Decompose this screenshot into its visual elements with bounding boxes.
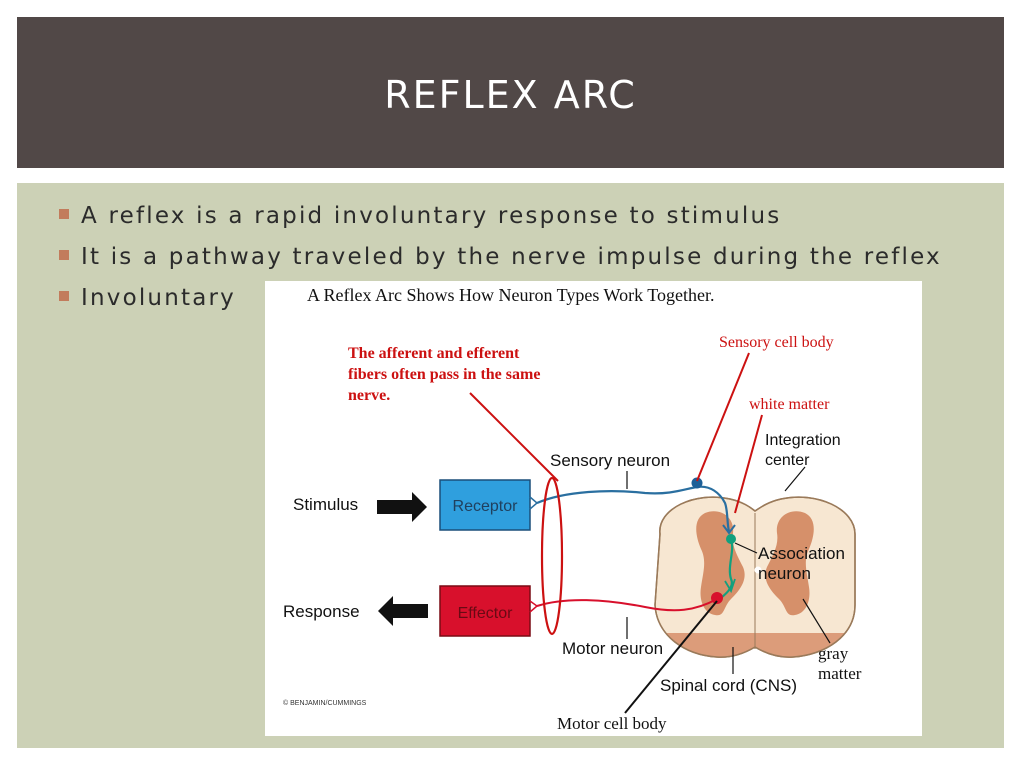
bullet-square-icon — [59, 291, 69, 301]
motor-neuron-label: Motor neuron — [562, 639, 663, 658]
association-neuron-label-1: Association — [758, 544, 845, 563]
response-label: Response — [283, 602, 360, 621]
bullet-square-icon — [59, 209, 69, 219]
bullet-text: Involuntary — [81, 285, 236, 311]
gray-matter-label-1: gray — [818, 644, 849, 663]
spinal-cord-label: Spinal cord (CNS) — [660, 676, 797, 695]
integration-center-label-1: Integration — [765, 432, 841, 449]
association-neuron-path — [716, 538, 734, 602]
bullet-square-icon — [59, 250, 69, 260]
slide-title: REFLEX ARC — [384, 72, 637, 117]
motor-cell-body-pointer — [624, 600, 718, 714]
motor-neuron-path — [536, 598, 718, 612]
title-bar: REFLEX ARC — [17, 17, 1004, 168]
note-line-1: The afferent and efferent — [348, 345, 520, 362]
bullet-item: A reflex is a rapid involuntary response… — [59, 203, 781, 229]
receptor-label: Receptor — [453, 498, 519, 515]
bullet-item: Involuntary — [59, 285, 236, 311]
response-arrow-icon — [378, 596, 428, 626]
white-matter-pointer — [734, 414, 763, 514]
sensory-cell-body-dot — [691, 477, 703, 489]
white-matter-label: white matter — [749, 396, 830, 413]
bullet-text: It is a pathway traveled by the nerve im… — [81, 244, 942, 270]
stimulus-arrow-icon — [377, 492, 427, 522]
note-line-2: fibers often pass in the same — [348, 366, 540, 383]
sensory-cell-body-label: Sensory cell body — [719, 334, 834, 351]
integration-center-label-2: center — [765, 452, 810, 469]
bullet-item: It is a pathway traveled by the nerve im… — [59, 244, 942, 270]
note-line-3: nerve. — [348, 387, 390, 404]
effector-label: Effector — [458, 605, 514, 622]
figure-caption: A Reflex Arc Shows How Neuron Types Work… — [307, 285, 715, 305]
nerve-ellipse — [540, 476, 564, 636]
reflex-arc-figure: A Reflex Arc Shows How Neuron Types Work… — [265, 281, 922, 736]
gray-matter-label-2: matter — [818, 664, 862, 683]
note-pointer-line — [469, 392, 559, 482]
figure-credit: © BENJAMIN/CUMMINGS — [283, 699, 367, 707]
stimulus-label: Stimulus — [293, 495, 358, 514]
sensory-cell-body-pointer — [696, 352, 750, 482]
reflex-arc-diagram: A Reflex Arc Shows How Neuron Types Work… — [283, 285, 862, 733]
central-canal — [754, 566, 762, 574]
motor-cell-body-dot — [711, 592, 723, 604]
motor-cell-body-label: Motor cell body — [557, 714, 667, 733]
sensory-neuron-label: Sensory neuron — [550, 451, 670, 470]
bullet-text: A reflex is a rapid involuntary response… — [81, 203, 782, 229]
gray-matter-right — [765, 511, 814, 616]
association-neuron-label-2: neuron — [758, 564, 811, 583]
effector-box — [439, 585, 531, 637]
association-neuron-body — [726, 534, 736, 544]
receptor-box — [439, 479, 531, 531]
